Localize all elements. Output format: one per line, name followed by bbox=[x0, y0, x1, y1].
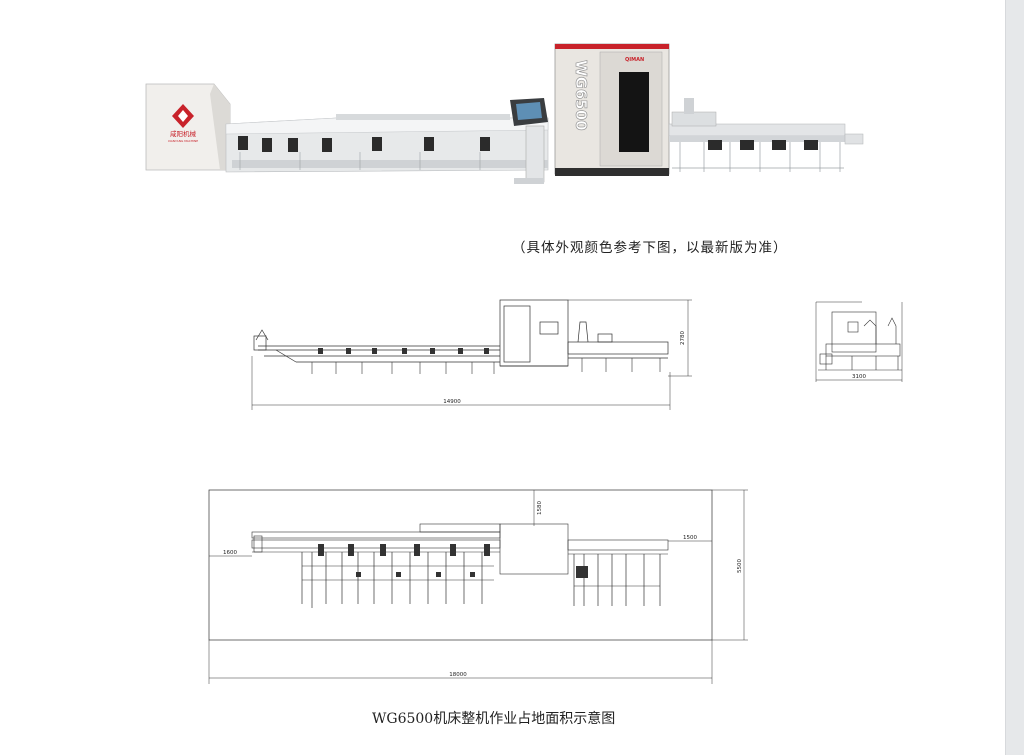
side-view-length-dimension: 14900 bbox=[443, 399, 461, 405]
unloading-station bbox=[668, 98, 864, 172]
company-logo: 咸阳机械 XIANYANG MACHINE bbox=[168, 104, 198, 143]
company-logo-en: XIANYANG MACHINE bbox=[168, 139, 198, 143]
loader-cabinet-side bbox=[210, 84, 230, 170]
plan-left-clearance-dimension: 1600 bbox=[223, 550, 237, 556]
appearance-note: （具体外观颜色参考下图，以最新版为准） bbox=[512, 240, 788, 256]
cabinet-brand: QIMAN bbox=[625, 57, 644, 63]
side-view-height-dimension: 2780 bbox=[680, 331, 686, 345]
plan-right-clearance-dimension: 1500 bbox=[683, 535, 697, 541]
page-gutter bbox=[1005, 0, 1024, 755]
plan-top-clearance-dimension: 1580 bbox=[537, 501, 543, 515]
cutting-cabinet: QIMAN WG6500 bbox=[554, 43, 670, 176]
footprint-caption: WG6500机床整机作业占地面积示意图 bbox=[372, 711, 616, 727]
plan-view-drawing bbox=[208, 489, 748, 684]
side-elevation-drawing bbox=[251, 299, 692, 410]
company-logo-name: 咸阳机械 bbox=[170, 129, 197, 138]
end-view-width-dimension: 3100 bbox=[852, 374, 866, 380]
plan-total-length-dimension: 18000 bbox=[449, 672, 467, 678]
plan-total-width-dimension: 5500 bbox=[737, 559, 743, 573]
end-elevation-drawing bbox=[815, 301, 903, 382]
control-console bbox=[510, 98, 548, 184]
machine-render: 咸阳机械 XIANYANG MACHINE bbox=[145, 43, 864, 184]
cabinet-model-vertical: WG6500 bbox=[572, 60, 590, 131]
